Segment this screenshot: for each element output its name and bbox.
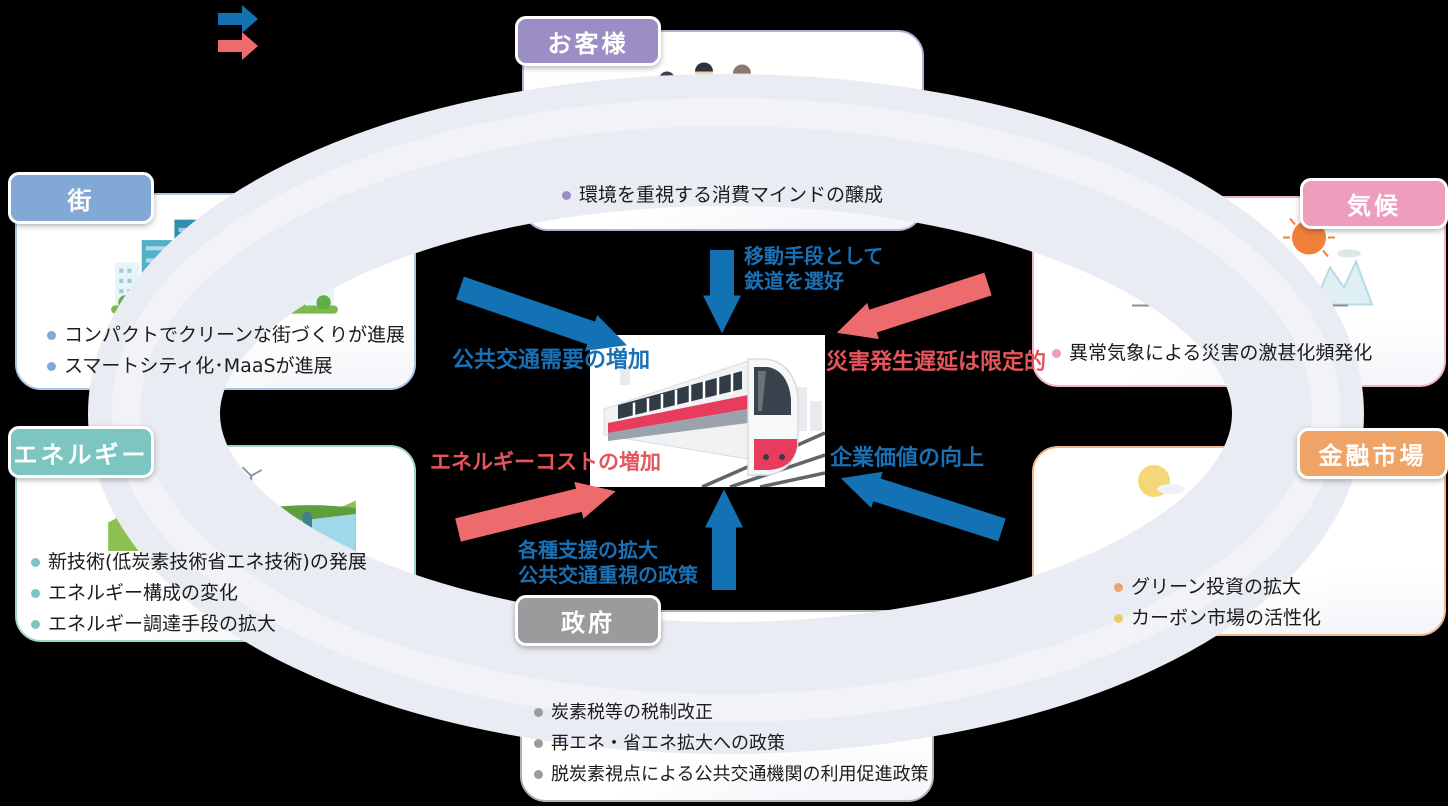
list-item: スマートシティ化･MaaSが進展 — [47, 351, 405, 382]
list-item: コンパクトでクリーンな街づくりが進展 — [47, 320, 405, 351]
bullet-text: 異常気象による災害の激甚化頻発化 — [1069, 342, 1373, 364]
bullet-dot — [534, 770, 543, 779]
list-item: グリーン投資の拡大 — [1114, 572, 1321, 603]
flow-label-line: 鉄道を選好 — [744, 269, 844, 293]
bullet-text: カーボン市場の活性化 — [1131, 607, 1322, 629]
legend-positive-arrow-icon — [218, 5, 258, 33]
bullet-text: 新技術(低炭素技術省エネ技術)の発展 — [48, 551, 367, 573]
arrow-energy-to-train — [455, 481, 616, 542]
flow-label-climate-to-train: 災害発生遅延は限定的 — [826, 350, 1047, 375]
bullet-dot — [1052, 349, 1061, 358]
bullet-text: 脱炭素視点による公共交通機関の利用促進政策 — [551, 764, 929, 785]
list-item: 再エネ・省エネ拡大への政策 — [534, 728, 928, 759]
list-item: エネルギー調達手段の拡大 — [31, 609, 367, 640]
panel-label-energy: エネルギー — [8, 426, 154, 478]
list-item: 環境を重視する消費マインドの醸成 — [562, 180, 883, 211]
panel-label-customers: お客様 — [515, 16, 661, 66]
bullet-dot — [47, 362, 56, 371]
bullet-text: グリーン投資の拡大 — [1131, 576, 1302, 598]
list-item: 脱炭素視点による公共交通機関の利用促進政策 — [534, 759, 928, 790]
bullet-dot — [1114, 583, 1123, 592]
flow-label-line: 公共交通重視の政策 — [518, 563, 698, 587]
bullet-text: コンパクトでクリーンな街づくりが進展 — [64, 324, 406, 346]
panel-label-finance: 金融市場 — [1297, 428, 1448, 479]
panel-label-government: 政府 — [515, 595, 661, 646]
list-item: 新技術(低炭素技術省エネ技術)の発展 — [31, 547, 367, 578]
bullet-text: 環境を重視する消費マインドの醸成 — [579, 184, 884, 206]
family-illustration — [657, 62, 794, 167]
flow-label-city-to-train: 公共交通需要の増加 — [452, 348, 651, 373]
list-item: 炭素税等の税制改正 — [534, 697, 928, 728]
flow-label-finance-to-train: 企業価値の向上 — [830, 446, 985, 471]
bullet-dot — [562, 191, 571, 200]
flow-label-customers-to-train: 移動手段として 鉄道を選好 — [744, 244, 883, 294]
bullet-dot — [31, 620, 40, 629]
legend-negative-arrow-icon — [218, 32, 258, 60]
list-item: エネルギー構成の変化 — [31, 578, 367, 609]
panel-label-climate: 気候 — [1300, 178, 1448, 229]
bullet-dot — [47, 331, 56, 340]
bullet-text: エネルギー構成の変化 — [48, 582, 239, 604]
flow-label-energy-to-train: エネルギーコストの増加 — [430, 450, 661, 474]
bullet-dot — [31, 589, 40, 598]
flow-label-line: 移動手段として — [744, 244, 884, 268]
arrow-finance-to-train — [840, 471, 1006, 542]
list-item: カーボン市場の活性化 — [1114, 603, 1321, 634]
flow-label-government-to-train: 各種支援の拡大 公共交通重視の政策 — [518, 538, 698, 588]
bullet-text: スマートシティ化･MaaSが進展 — [64, 355, 333, 377]
bullet-dot — [1114, 614, 1123, 623]
panel-label-city: 街 — [8, 172, 154, 224]
list-item: 異常気象による災害の激甚化頻発化 — [1052, 338, 1372, 369]
bullet-text: 再エネ・省エネ拡大への政策 — [551, 733, 785, 754]
arrow-city-to-train — [456, 276, 627, 351]
bullet-dot — [31, 558, 40, 567]
flow-label-line: 各種支援の拡大 — [518, 538, 658, 562]
bullet-dot — [534, 739, 543, 748]
bullet-dot — [534, 708, 543, 717]
bullet-text: 炭素税等の税制改正 — [551, 702, 713, 723]
bullet-text: エネルギー調達手段の拡大 — [48, 613, 277, 635]
